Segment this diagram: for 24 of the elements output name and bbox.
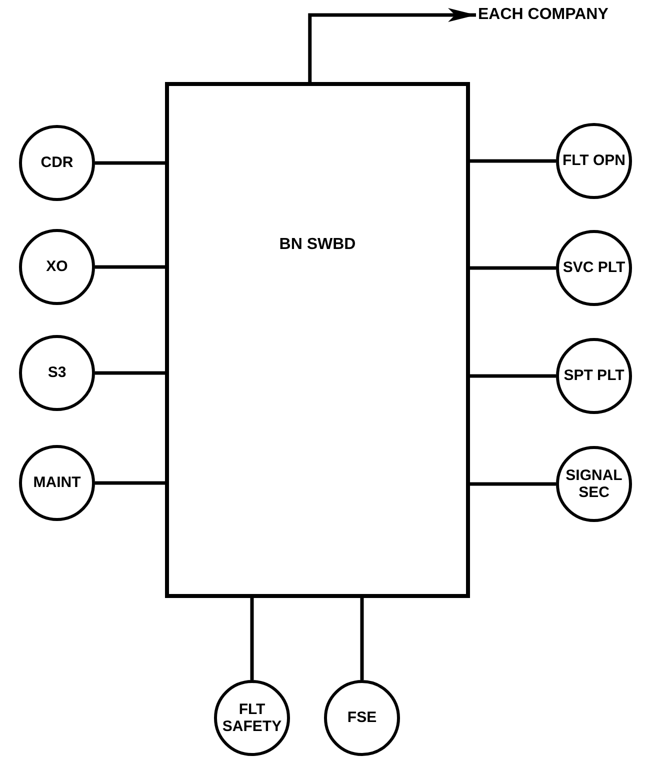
connector-line (470, 482, 556, 486)
node-label: S3 (48, 364, 66, 382)
connector-line (95, 481, 165, 485)
node-label: XO (46, 258, 68, 276)
node-label: FLT OPN (562, 152, 626, 170)
node-label: FSE (347, 709, 377, 727)
node-label: FLT SAFETY (221, 700, 283, 736)
connector-line (95, 371, 165, 375)
connector-line (470, 159, 556, 163)
connector-line (95, 161, 165, 165)
node-label: SIGNAL SEC (564, 466, 624, 502)
node-label: SPT PLT (564, 367, 624, 385)
node-label: SVC PLT (562, 259, 626, 277)
connector-line (470, 266, 556, 270)
arrow (308, 8, 476, 82)
switchboard-box (165, 82, 470, 598)
node-label: CDR (40, 154, 74, 172)
box-label: BN SWBD (278, 236, 357, 254)
node-label: MAINT (33, 474, 81, 492)
node-label: EACH COMPANY (478, 6, 608, 24)
connector-line (250, 598, 254, 680)
connector-line (360, 598, 364, 680)
connector-line (95, 265, 165, 269)
connector-line (470, 374, 556, 378)
